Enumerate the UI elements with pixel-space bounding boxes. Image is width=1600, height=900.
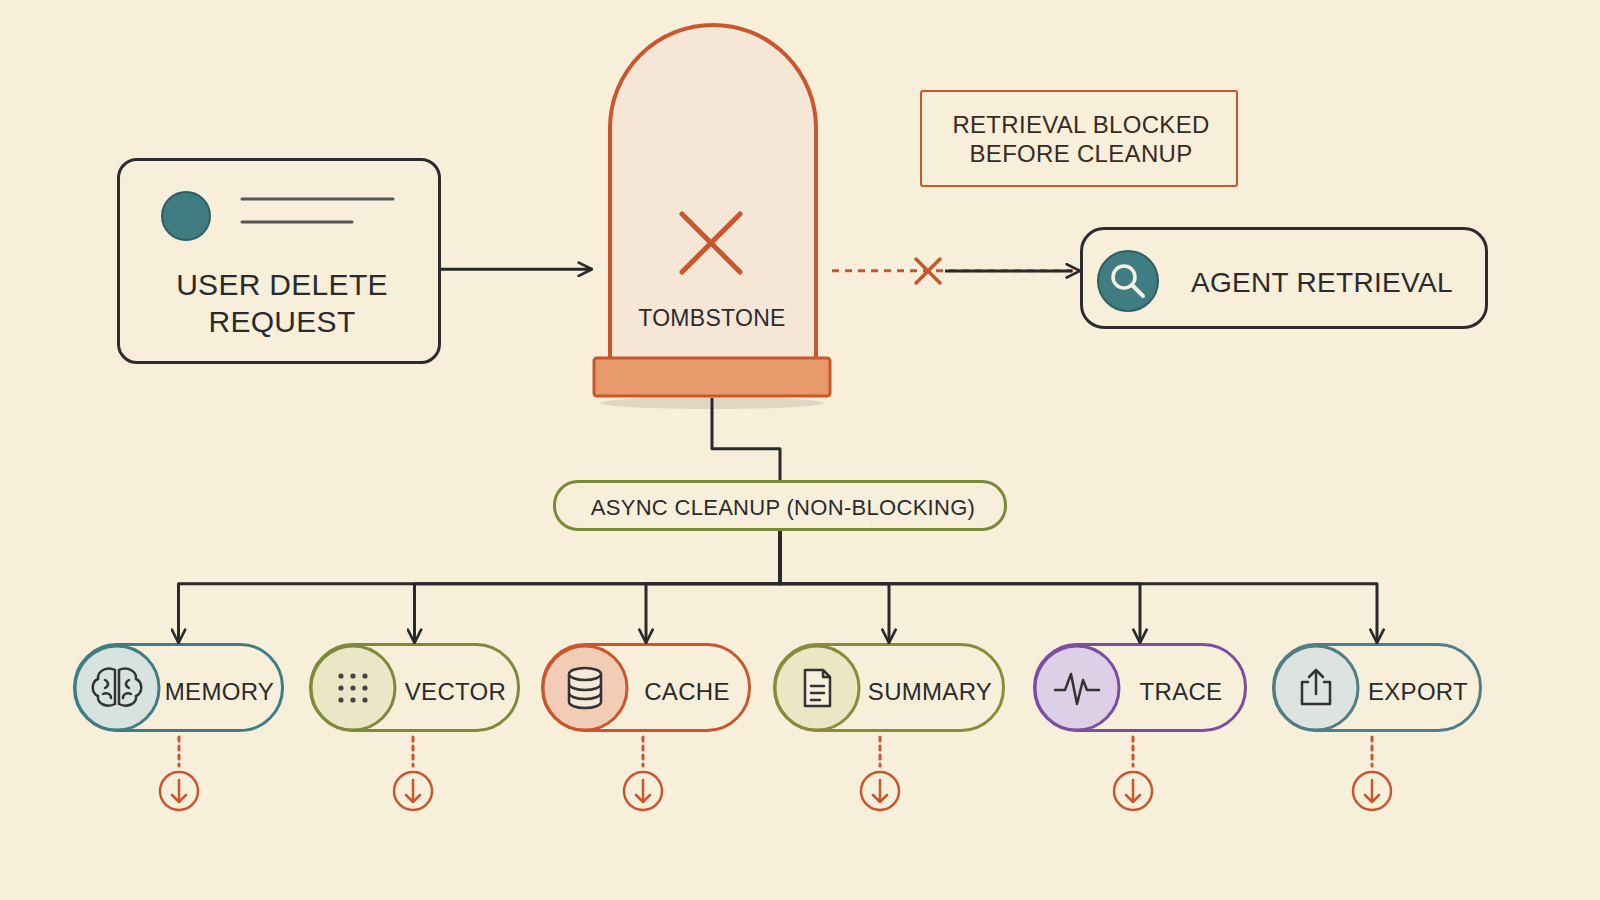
icon-disc (775, 646, 859, 730)
pulse-icon (1055, 674, 1099, 704)
text-line-icon (242, 198, 393, 201)
node-label: ASYNC CLEANUP (NON-BLOCKING) (556, 495, 1010, 522)
flow-connector (179, 531, 781, 643)
icon-disc (1035, 646, 1119, 730)
vector-dot (338, 685, 343, 690)
node-label: CACHE (630, 677, 744, 706)
database-icon (569, 668, 601, 708)
note-box: RETRIEVAL BLOCKED BEFORE CLEANUP (920, 90, 1238, 187)
user-avatar-icon (162, 192, 210, 240)
block-cross (916, 259, 940, 283)
delete-marker (160, 772, 198, 810)
delete-marker (1114, 772, 1152, 810)
database-top (569, 668, 601, 680)
store-pill: MEMORY (73, 643, 284, 732)
tombstone-outline (592, 25, 832, 398)
flow-connector (832, 269, 1080, 272)
process-pill: ASYNC CLEANUP (NON-BLOCKING) (553, 480, 1007, 531)
node-label: RETRIEVAL BLOCKED BEFORE CLEANUP (932, 110, 1230, 169)
text-line-icon (242, 221, 352, 224)
flow-connector (441, 268, 592, 271)
icon-disc (543, 646, 627, 730)
brain-fold (103, 680, 131, 698)
store-pill: TRACE (1033, 643, 1247, 732)
flow-connector (780, 531, 1140, 643)
block-cross (916, 259, 940, 283)
store-pill: VECTOR (309, 643, 520, 732)
node-label: VECTOR (398, 677, 513, 706)
down-arrow (172, 780, 1379, 802)
document-icon (805, 670, 830, 706)
delete-marker (394, 772, 432, 810)
magnifier-lens (1113, 266, 1135, 288)
vector-dot (362, 685, 367, 690)
delete-marker (624, 772, 662, 810)
retrieval-line (945, 270, 1072, 273)
export-icon (1302, 670, 1330, 704)
vector-dot (338, 697, 343, 702)
delete-cross (682, 214, 740, 272)
node-label: EXPORT (1361, 677, 1475, 706)
node-label: MEMORY (162, 677, 277, 706)
process-box: AGENT RETRIEVAL (1080, 227, 1488, 329)
node-label: TOMBSTONE (592, 304, 832, 332)
vector-dot (362, 673, 367, 678)
tombstone-base (594, 358, 830, 396)
flow-connector (712, 398, 780, 480)
export-arrow (1309, 670, 1323, 694)
brain-icon (93, 669, 142, 706)
delete-marker (1353, 772, 1391, 810)
node-label: AGENT RETRIEVAL (1191, 266, 1481, 300)
flow-connector (780, 531, 889, 643)
database-ring (569, 684, 601, 699)
store-pill: EXPORT (1272, 643, 1482, 732)
vector-icon (338, 673, 367, 702)
database-body (569, 674, 601, 708)
icon-disc (1274, 646, 1358, 730)
document-fold (823, 670, 830, 677)
magnifier-handle (1132, 285, 1143, 296)
store-pill: SUMMARY (773, 643, 1005, 732)
store-pill: CACHE (541, 643, 751, 732)
node-label: SUMMARY (862, 677, 998, 706)
delete-marker (861, 772, 899, 810)
vector-dot (350, 673, 355, 678)
node-label: USER DELETE REQUEST (120, 267, 444, 340)
vector-dot (362, 697, 367, 702)
flow-connector (646, 531, 780, 643)
vector-dot (350, 685, 355, 690)
search-icon-disc (1098, 251, 1158, 311)
brain-lobe (93, 669, 115, 706)
document-lines (811, 686, 824, 700)
connector-group (179, 269, 1378, 643)
ground-shadow (600, 397, 824, 409)
vector-dot (338, 673, 343, 678)
brain-lobe (119, 669, 141, 706)
icon-disc (311, 646, 395, 730)
tombstone-shape: TOMBSTONE (592, 25, 832, 398)
document-sheet (805, 670, 830, 706)
node-label: TRACE (1122, 677, 1240, 706)
flow-connector (780, 531, 1377, 643)
dashed-stub (179, 737, 1372, 766)
export-tray (1302, 682, 1330, 704)
delete-markers (160, 737, 1391, 810)
icon-disc (75, 646, 159, 730)
vector-dot (350, 697, 355, 702)
flow-connector (415, 531, 781, 643)
request-box: USER DELETE REQUEST (117, 158, 441, 364)
